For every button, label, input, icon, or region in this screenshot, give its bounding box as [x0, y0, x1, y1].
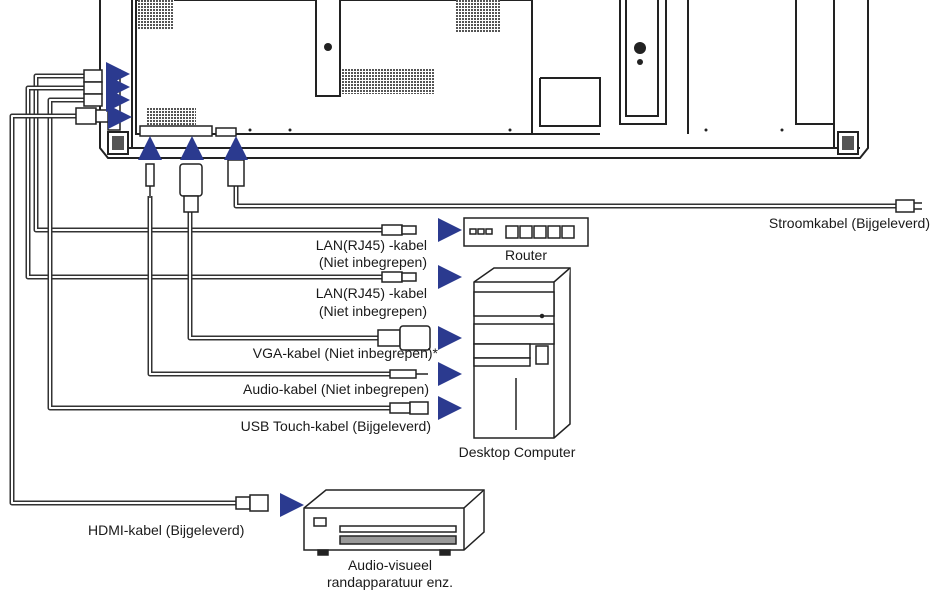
av-device-label-line1: Audio-visueel	[347, 557, 433, 573]
audio-cable-label: Audio-kabel (Niet inbegrepen)	[243, 381, 429, 397]
power-cable-label: Stroomkabel (Bijgeleverd)	[768, 215, 930, 231]
usb-touch-cable-label: USB Touch-kabel (Bijgeleverd)	[240, 418, 431, 434]
lan-cable-1-label: LAN(RJ45) -kabel	[315, 237, 427, 253]
lan-cable-2-label: LAN(RJ45) -kabel	[315, 285, 427, 301]
lan-cable-2-note: (Niet inbegrepen)	[318, 303, 427, 319]
desktop-computer-label: Desktop Computer	[458, 444, 576, 460]
power-cable	[233, 186, 896, 209]
display-back-panel	[99, 0, 869, 159]
hdmi-cable-label: HDMI-kabel (Bijgeleverd)	[88, 522, 245, 538]
cables	[9, 73, 896, 506]
connectors	[75, 69, 922, 512]
lan-cable-1-note: (Niet inbegrepen)	[318, 254, 427, 270]
desktop-computer-device	[473, 267, 571, 439]
av-device-label-line2: randapparatuur enz.	[326, 574, 454, 590]
av-device	[303, 489, 485, 556]
arrows	[106, 62, 462, 517]
vent-grilles	[138, 0, 500, 126]
router-label: Router	[504, 247, 548, 263]
vga-cable-label: VGA-kabel (Niet inbegrepen)*	[252, 345, 438, 361]
router-device	[463, 217, 589, 247]
